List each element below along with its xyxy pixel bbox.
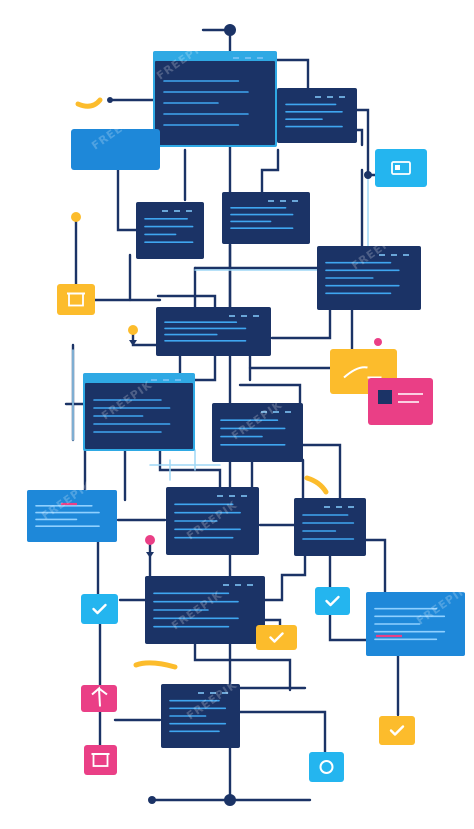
check-mark [389,725,405,736]
check-mark [92,603,107,615]
connector-dot [364,171,372,179]
connector-line [116,158,142,232]
pink-arrow-card [81,685,117,712]
curve-accent [75,97,103,109]
link-curve [343,366,368,379]
profile-photo [378,390,392,404]
icon-card-body [379,716,415,745]
arrow-icon [91,686,108,707]
profile-icon [378,390,423,404]
icon-card-body [57,284,95,315]
card-outline [391,161,411,175]
panel-body [156,307,271,356]
connector-line [270,306,332,340]
connector-line [328,613,372,642]
mid-center-panel [222,192,310,244]
pink-box-card [84,745,117,775]
center-panel-2 [212,403,303,462]
icon-card-body [71,129,160,170]
arrow-head [129,340,137,346]
connector-dot [374,338,382,346]
connector-dot [224,24,236,36]
panel-body [294,498,366,556]
center-panel-4 [145,576,265,644]
panel-body [27,490,117,542]
center-panel-3 [166,487,259,555]
check-icon [325,595,340,607]
panel-body [136,202,204,259]
connector-dot [71,212,81,222]
connector-line [353,108,382,177]
circle-icon [319,760,334,774]
icon-card-body [84,745,117,775]
connector-line [238,710,327,754]
curve-accent [133,660,178,670]
box-icon [67,292,85,307]
circle-shape [319,760,334,774]
connector-dot [145,535,155,545]
mid-left-panel [136,202,204,259]
arrow-shape [91,686,108,707]
connector-line [353,128,364,147]
top-main-window [153,51,277,147]
check-icon [389,725,405,736]
connector-dot [128,325,138,335]
connector-line [263,618,282,627]
cyan-check-2 [315,587,350,615]
far-left-panel [27,490,117,542]
right-panel-1 [317,246,421,310]
icon-card-body [256,625,297,650]
card-photo [395,165,400,170]
yellow-check-2 [379,716,415,745]
center-split-panel [156,307,271,356]
check-mark [269,632,284,643]
connector-dot [224,794,236,806]
connector-line [263,553,307,602]
connector-lines [64,24,400,806]
yellow-box-1 [57,284,95,315]
panel-body [212,403,303,462]
yellow-check-1 [256,625,297,650]
diagram-nodes [27,51,465,782]
icon-card-body [309,752,344,782]
panel-body [222,192,310,244]
bottom-panel [161,684,240,748]
icon-card-body [81,594,118,624]
connector-dot [107,97,113,103]
connector-line [273,58,310,92]
connector-line [238,383,302,407]
connector-line [301,443,342,502]
icon-card-body [315,587,350,615]
connector-line [193,638,292,692]
cyan-circle-card [309,752,344,782]
pink-profile-card [368,378,433,425]
watermark-text: FREEPIK [364,483,420,527]
right-panel-2 [294,498,366,556]
panel-body [277,88,357,143]
link-icon [343,366,382,379]
curve-accent [304,475,329,495]
left-window [83,373,195,451]
check-icon [92,603,107,615]
dual-badge-card [375,149,427,187]
connector-line [363,538,387,597]
check-icon [269,632,284,643]
connector-line [158,448,222,492]
check-mark [325,595,340,607]
connector-line [260,148,280,197]
id-card-icon [391,161,411,175]
top-right-panel [277,88,357,143]
cyan-check-1 [81,594,118,624]
icon-card-body [375,149,427,187]
connector-dot [148,796,156,804]
left-blue-card [71,129,160,170]
connector-line [193,350,217,382]
right-blue-card [366,592,465,656]
box-icon [91,753,110,767]
arrow-head [146,552,154,558]
